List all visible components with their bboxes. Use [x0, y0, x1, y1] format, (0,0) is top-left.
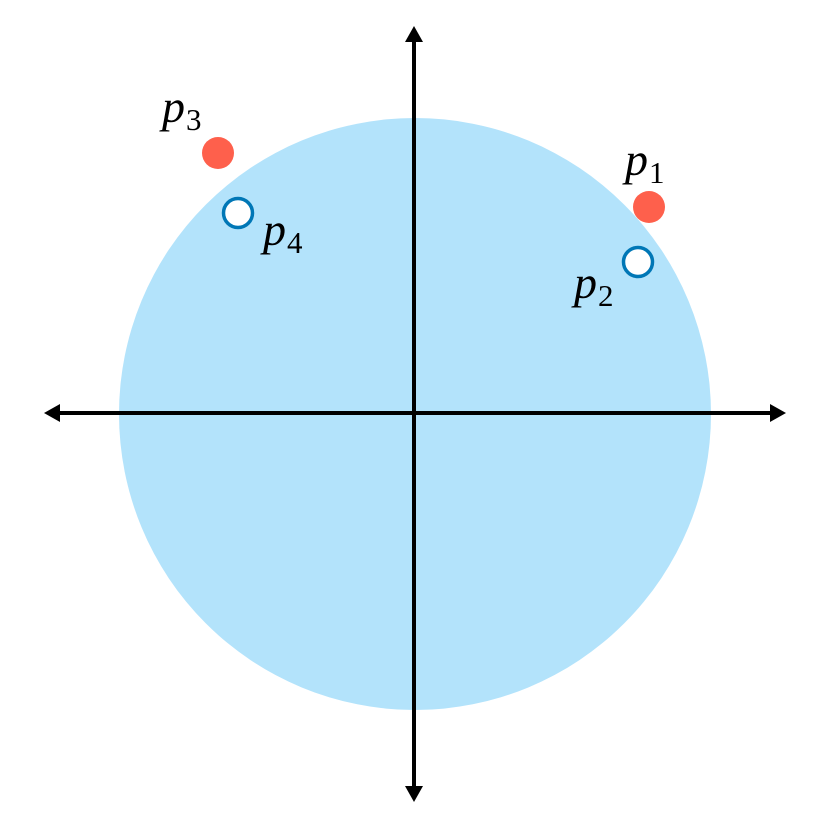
point-label-p2: p2	[571, 257, 614, 313]
point-p2: p2	[571, 245, 655, 313]
hollow-point-marker	[621, 245, 655, 279]
filled-point-marker	[633, 191, 665, 223]
point-label-p4: p4	[260, 204, 303, 260]
arrow-right-icon	[770, 404, 786, 422]
filled-point-marker	[202, 137, 234, 169]
point-label-p1: p1	[622, 134, 665, 190]
arrow-left-icon	[44, 404, 60, 422]
arrow-down-icon	[405, 786, 423, 802]
points-group: p1 p2 p3 p4	[159, 81, 665, 313]
axes	[44, 26, 786, 802]
arrow-up-icon	[405, 26, 423, 42]
point-p1: p1	[622, 134, 665, 223]
point-p3: p3	[159, 81, 234, 169]
hollow-point-marker	[221, 196, 255, 230]
point-label-p3: p3	[159, 81, 202, 137]
point-p4: p4	[221, 196, 303, 260]
